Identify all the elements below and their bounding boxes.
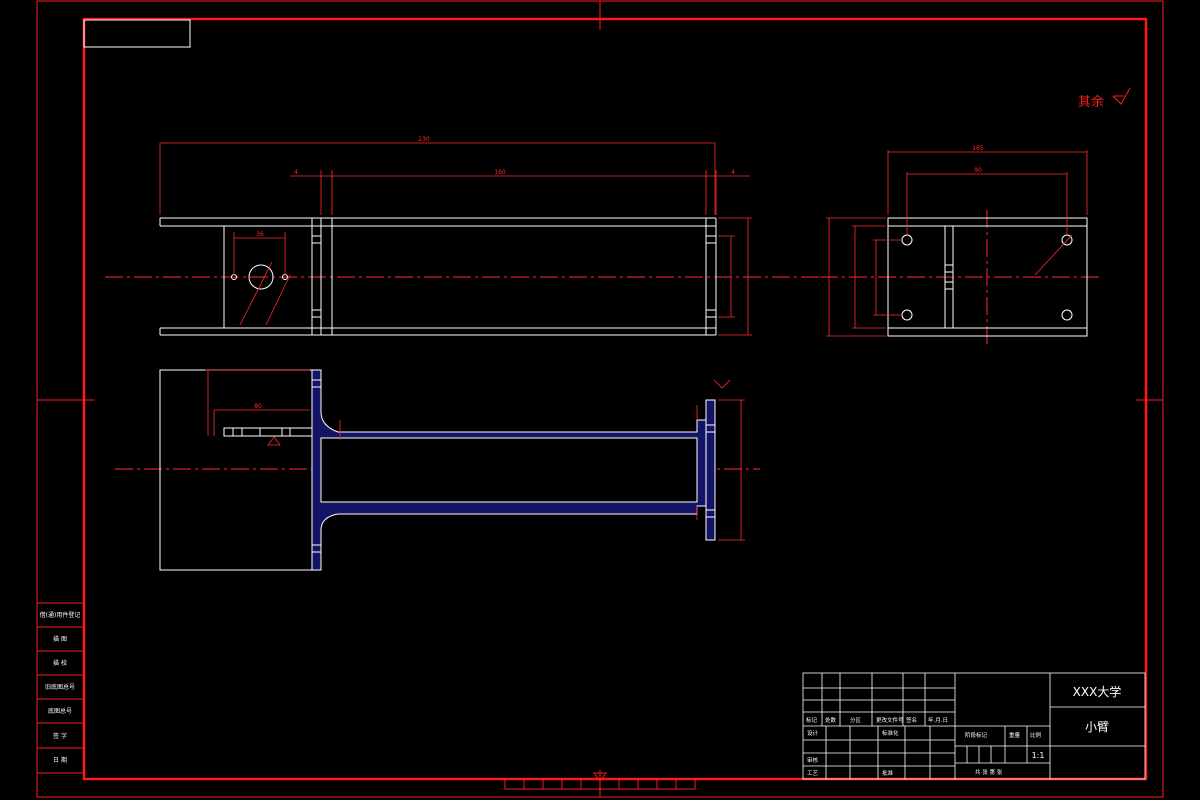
side-label-3: 旧底图总号 [45, 683, 75, 691]
dim-side-overall: 165 [972, 145, 984, 152]
side-label-strip [36, 602, 85, 774]
trim-frame [36, 0, 1164, 798]
side-label-6: 日 期 [53, 756, 67, 764]
roughness-symbol-icon [1112, 87, 1131, 105]
title-block: XXX大学 小臂 标记 处数 分区 更改文件号 签名 年.月.日 设计 标准化 … [802, 672, 1146, 780]
direction-triangle [593, 772, 607, 782]
rev-header-4: 签名 [906, 716, 917, 724]
section-end-plate [705, 399, 716, 541]
section-plate [159, 369, 322, 571]
side-view: 165 90 [820, 145, 1100, 345]
side-label-1: 描 图 [53, 635, 67, 643]
side-label-2: 描 校 [53, 659, 67, 667]
dim-front-overall: 230 [418, 136, 430, 143]
side-label-4: 底图总号 [48, 707, 72, 715]
review-label: 审核 [807, 756, 819, 764]
rev-header-2: 分区 [850, 716, 862, 724]
dim-front-mid: 160 [494, 169, 506, 176]
drawing-border [82, 17, 1148, 781]
scale-value: 1:1 [1032, 751, 1045, 760]
section-cavity [320, 437, 698, 503]
section-view: 80 [115, 369, 760, 571]
bottom-scale-strip [504, 778, 696, 790]
design-label: 设计 [807, 729, 819, 737]
side-label-5: 签 字 [53, 732, 67, 740]
dim-front-left-gap: 4 [294, 169, 298, 176]
roughness-note: 其余 [1078, 94, 1104, 110]
dim-side-holes: 90 [974, 167, 982, 174]
rev-header-5: 年.月.日 [928, 716, 948, 724]
weight-label: 重量 [1009, 731, 1021, 739]
scale-label: 比例 [1030, 731, 1042, 739]
process-label: 工艺 [807, 770, 819, 777]
dim-front-right-gap: 4 [731, 169, 735, 176]
approve-label: 批准 [882, 769, 894, 777]
dim-section-offset: 80 [254, 403, 262, 410]
std-label: 标准化 [882, 729, 899, 737]
front-view: 230 4 160 4 36 [105, 136, 820, 336]
rev-header-0: 标记 [806, 716, 818, 724]
title-part-name: 小臂 [1085, 720, 1109, 734]
sheet-label: 共 张 第 张 [975, 768, 1003, 776]
dim-front-hole-spacing: 36 [256, 231, 264, 238]
side-label-0: 借(通)用件登记 [40, 611, 81, 619]
rev-header-3: 更改文件号 [876, 716, 904, 724]
code-box [83, 19, 191, 48]
stage-label: 阶段标记 [965, 731, 988, 739]
title-school: XXX大学 [1073, 684, 1122, 699]
rev-header-1: 处数 [825, 716, 837, 724]
